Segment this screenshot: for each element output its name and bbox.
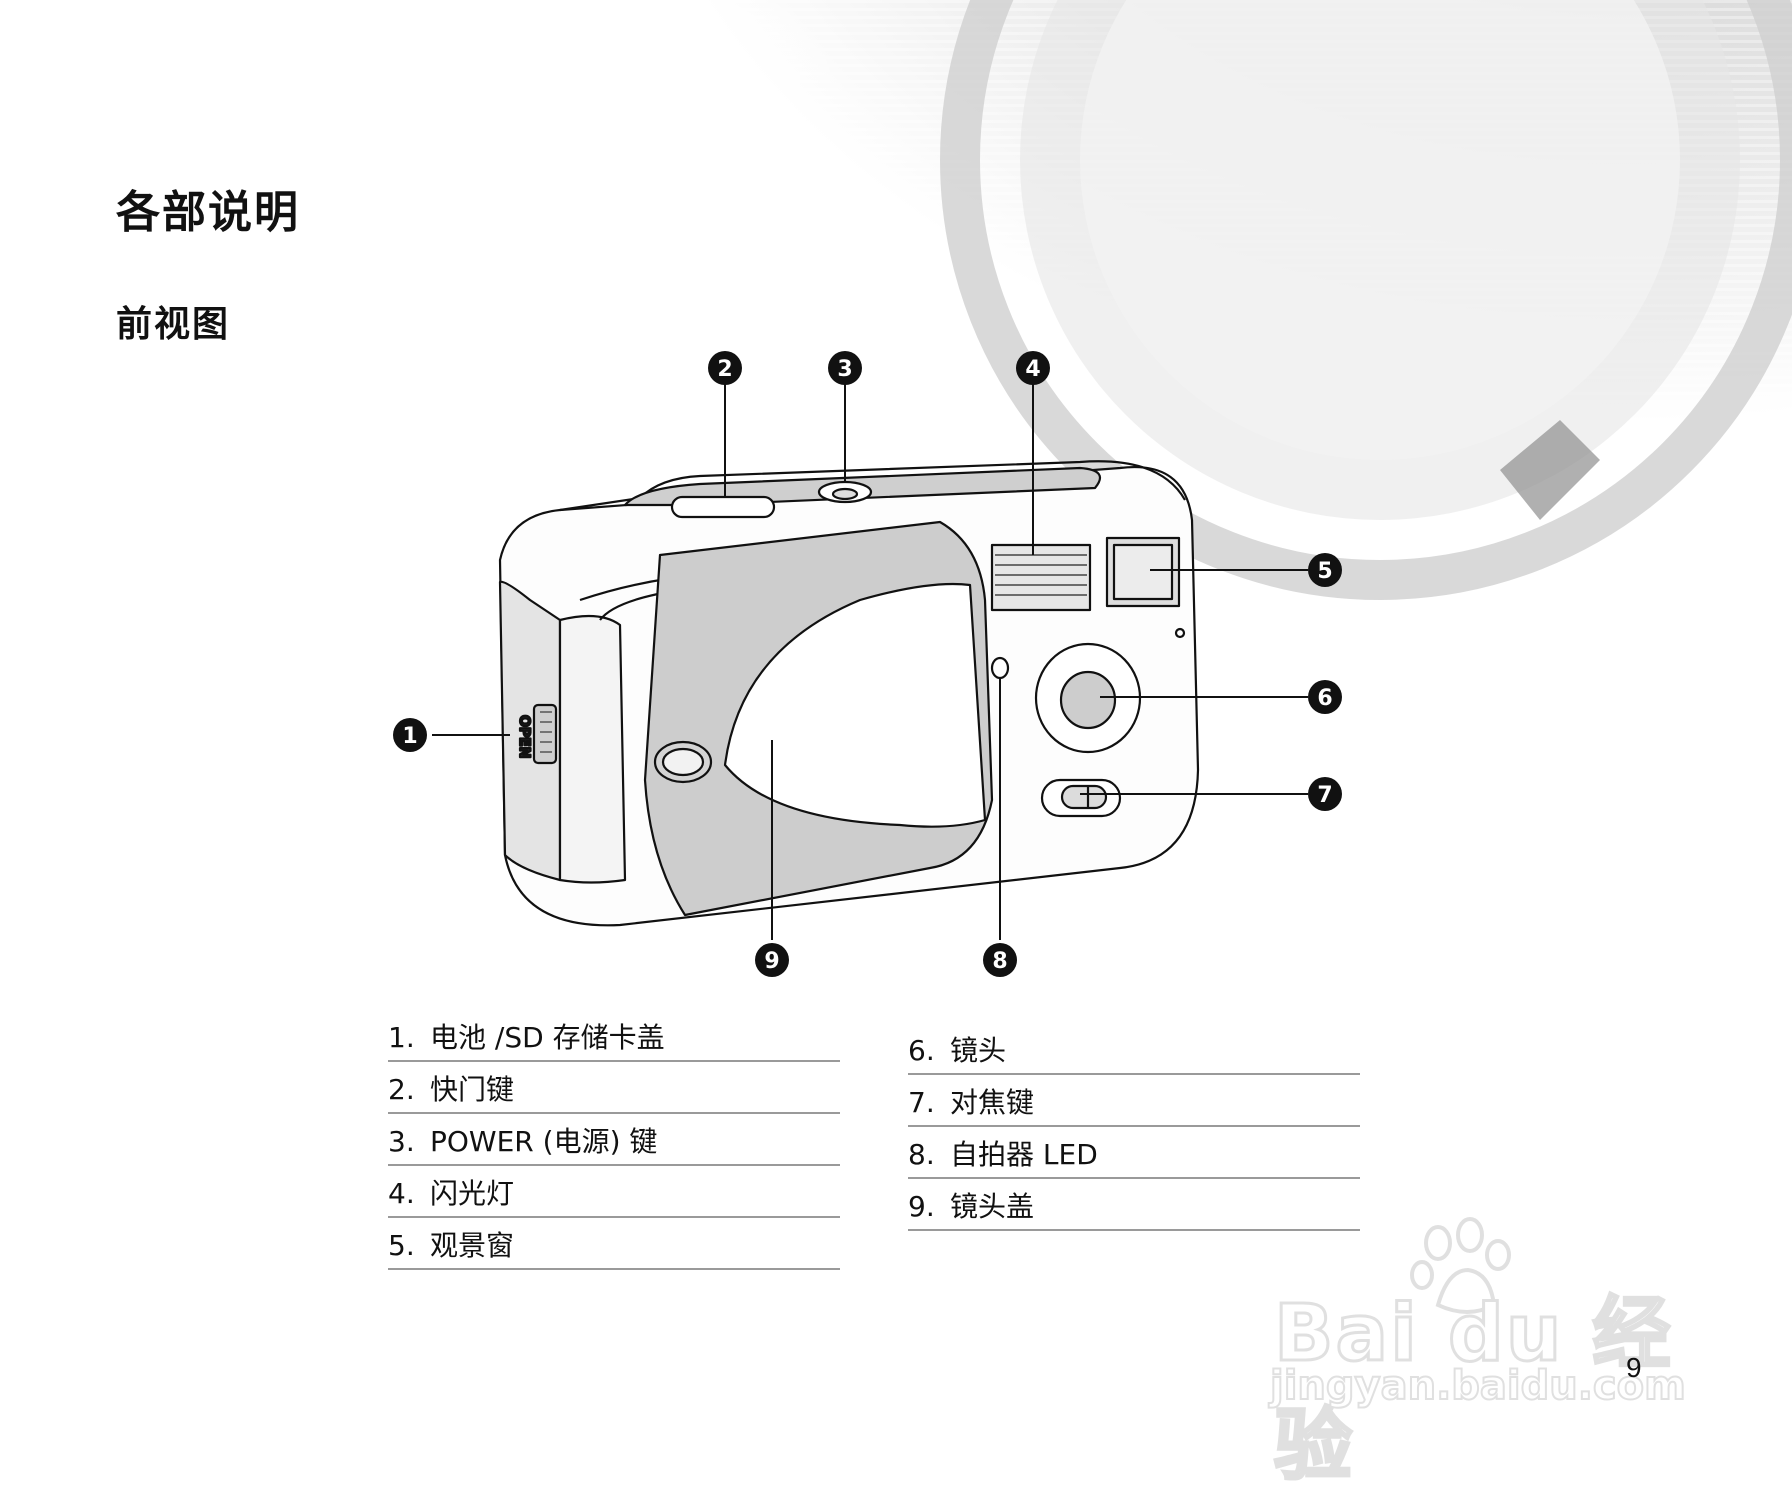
svg-text:5: 5 <box>1317 559 1332 584</box>
list-item: 6. 镜头 <box>908 1023 1360 1075</box>
parts-list-right: 6. 镜头 7. 对焦键 8. 自拍器 LED 9. 镜头盖 <box>908 1023 1360 1231</box>
item-label: 电池 /SD 存储卡盖 <box>430 1021 665 1054</box>
item-number: 6. <box>908 1034 935 1067</box>
item-number: 3. <box>388 1125 415 1158</box>
callout-2: 2 <box>708 351 742 385</box>
svg-text:9: 9 <box>764 949 779 974</box>
item-number: 9. <box>908 1190 935 1223</box>
callout-8: 8 <box>983 943 1017 977</box>
list-item: 8. 自拍器 LED <box>908 1127 1360 1179</box>
flash <box>990 543 1092 612</box>
svg-text:2: 2 <box>717 357 732 382</box>
shutter-button <box>670 495 776 519</box>
open-latch <box>532 703 558 765</box>
list-item: 4. 闪光灯 <box>388 1166 840 1218</box>
section-title: 前视图 <box>116 304 231 345</box>
item-label: POWER (电源) 键 <box>430 1125 658 1158</box>
list-item: 7. 对焦键 <box>908 1075 1360 1127</box>
callout-7: 7 <box>1308 777 1342 811</box>
item-number: 2. <box>388 1073 415 1106</box>
item-number: 7. <box>908 1086 935 1119</box>
item-label: 镜头盖 <box>950 1190 1035 1223</box>
item-label: 快门键 <box>430 1073 515 1106</box>
item-number: 1. <box>388 1021 415 1054</box>
callout-5: 5 <box>1308 553 1342 587</box>
open-label: OPEN <box>516 715 532 758</box>
page-title: 各部说明 <box>116 187 300 238</box>
svg-text:1: 1 <box>402 724 417 749</box>
svg-text:4: 4 <box>1025 357 1040 382</box>
item-number: 8. <box>908 1138 935 1171</box>
item-label: 镜头 <box>950 1034 1007 1067</box>
svg-text:7: 7 <box>1317 783 1332 808</box>
watermark-url: jingyan.baidu.com <box>1269 1362 1687 1410</box>
item-label: 观景窗 <box>430 1229 515 1262</box>
list-item: 5. 观景窗 <box>388 1218 840 1270</box>
item-label: 闪光灯 <box>430 1177 515 1210</box>
watermark-brand: Bai du 经验 <box>1273 1288 1673 1493</box>
list-item: 2. 快门键 <box>388 1062 840 1114</box>
item-number: 5. <box>388 1229 415 1262</box>
list-item: 3. POWER (电源) 键 <box>388 1114 840 1166</box>
item-number: 4. <box>388 1177 415 1210</box>
paw-logo-icon <box>1410 1217 1511 1314</box>
svg-text:8: 8 <box>992 949 1007 974</box>
callout-4: 4 <box>1016 351 1050 385</box>
baidu-watermark: Bai du 经验 jingyan.baidu.com <box>1268 1215 1688 1493</box>
callout-1: 1 <box>393 718 427 752</box>
self-timer-led <box>990 656 1010 680</box>
page-number: 9 <box>1626 1352 1642 1383</box>
svg-text:3: 3 <box>837 357 852 382</box>
callout-9: 9 <box>755 943 789 977</box>
svg-text:6: 6 <box>1317 686 1332 711</box>
item-label: 自拍器 LED <box>950 1138 1098 1171</box>
callout-3: 3 <box>828 351 862 385</box>
parts-list-left: 1. 电池 /SD 存储卡盖 2. 快门键 3. POWER (电源) 键 4. 闪光灯… <box>388 1010 840 1270</box>
list-item: 1. 电池 /SD 存储卡盖 <box>388 1010 840 1062</box>
item-label: 对焦键 <box>950 1086 1035 1119</box>
callout-6: 6 <box>1308 680 1342 714</box>
list-item: 9. 镜头盖 <box>908 1179 1360 1231</box>
